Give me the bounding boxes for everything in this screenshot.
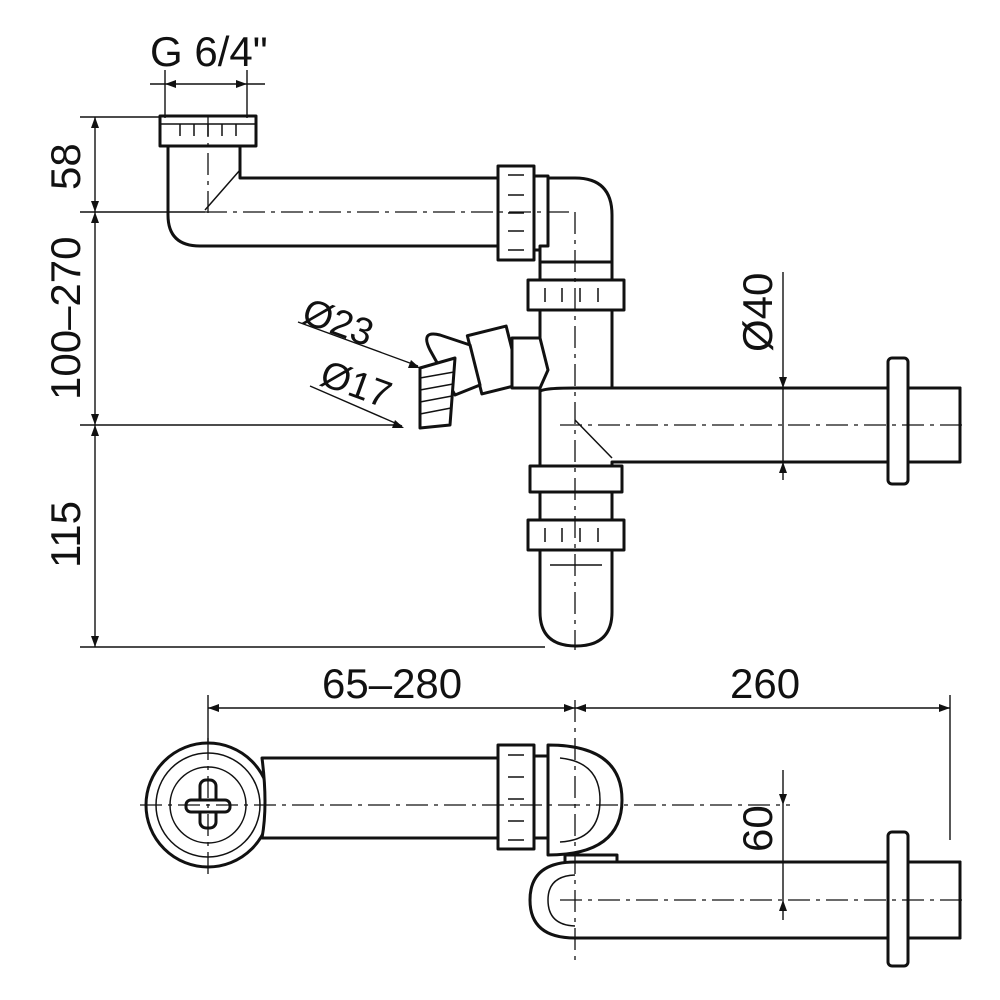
top-outlet xyxy=(528,860,962,940)
label-offset: 60 xyxy=(734,805,781,852)
dim-thread: G 6/4" xyxy=(150,28,268,118)
label-outlet-length: 260 xyxy=(730,660,800,707)
dim-horizontal: 65–280 260 xyxy=(207,660,951,840)
top-arm xyxy=(260,756,502,840)
inlet-elbow-inner xyxy=(204,169,241,211)
riser-nut xyxy=(526,278,626,312)
dim-hose: Ø23 Ø17 xyxy=(297,291,420,428)
top-view xyxy=(140,700,968,968)
trap-bowl xyxy=(538,548,614,648)
dim-vertical-chain: 58 100–270 115 xyxy=(42,116,545,648)
top-elbow xyxy=(546,743,624,857)
label-trap-depth: 115 xyxy=(42,501,89,568)
side-view xyxy=(158,114,968,650)
label-hose-inner: Ø17 xyxy=(315,353,397,417)
top-rosette xyxy=(886,830,910,968)
label-adjustable-height: 100–270 xyxy=(42,236,89,400)
dim-offset: 60 xyxy=(734,770,787,920)
lower-collar xyxy=(528,464,624,494)
label-thread: G 6/4" xyxy=(150,28,268,75)
label-hose-outer: Ø23 xyxy=(297,291,379,355)
dim-outlet-diameter: Ø40 xyxy=(734,272,787,480)
hose-connector xyxy=(418,324,550,430)
label-outlet-diameter: Ø40 xyxy=(734,273,781,352)
lower-nut xyxy=(526,518,626,552)
outlet-rosette xyxy=(886,356,910,486)
label-horizontal-adjust: 65–280 xyxy=(322,660,462,707)
label-inlet-height: 58 xyxy=(42,143,89,190)
top-arm-nut xyxy=(496,743,536,851)
upper-elbow xyxy=(538,176,614,264)
inlet-elbow xyxy=(166,138,502,248)
